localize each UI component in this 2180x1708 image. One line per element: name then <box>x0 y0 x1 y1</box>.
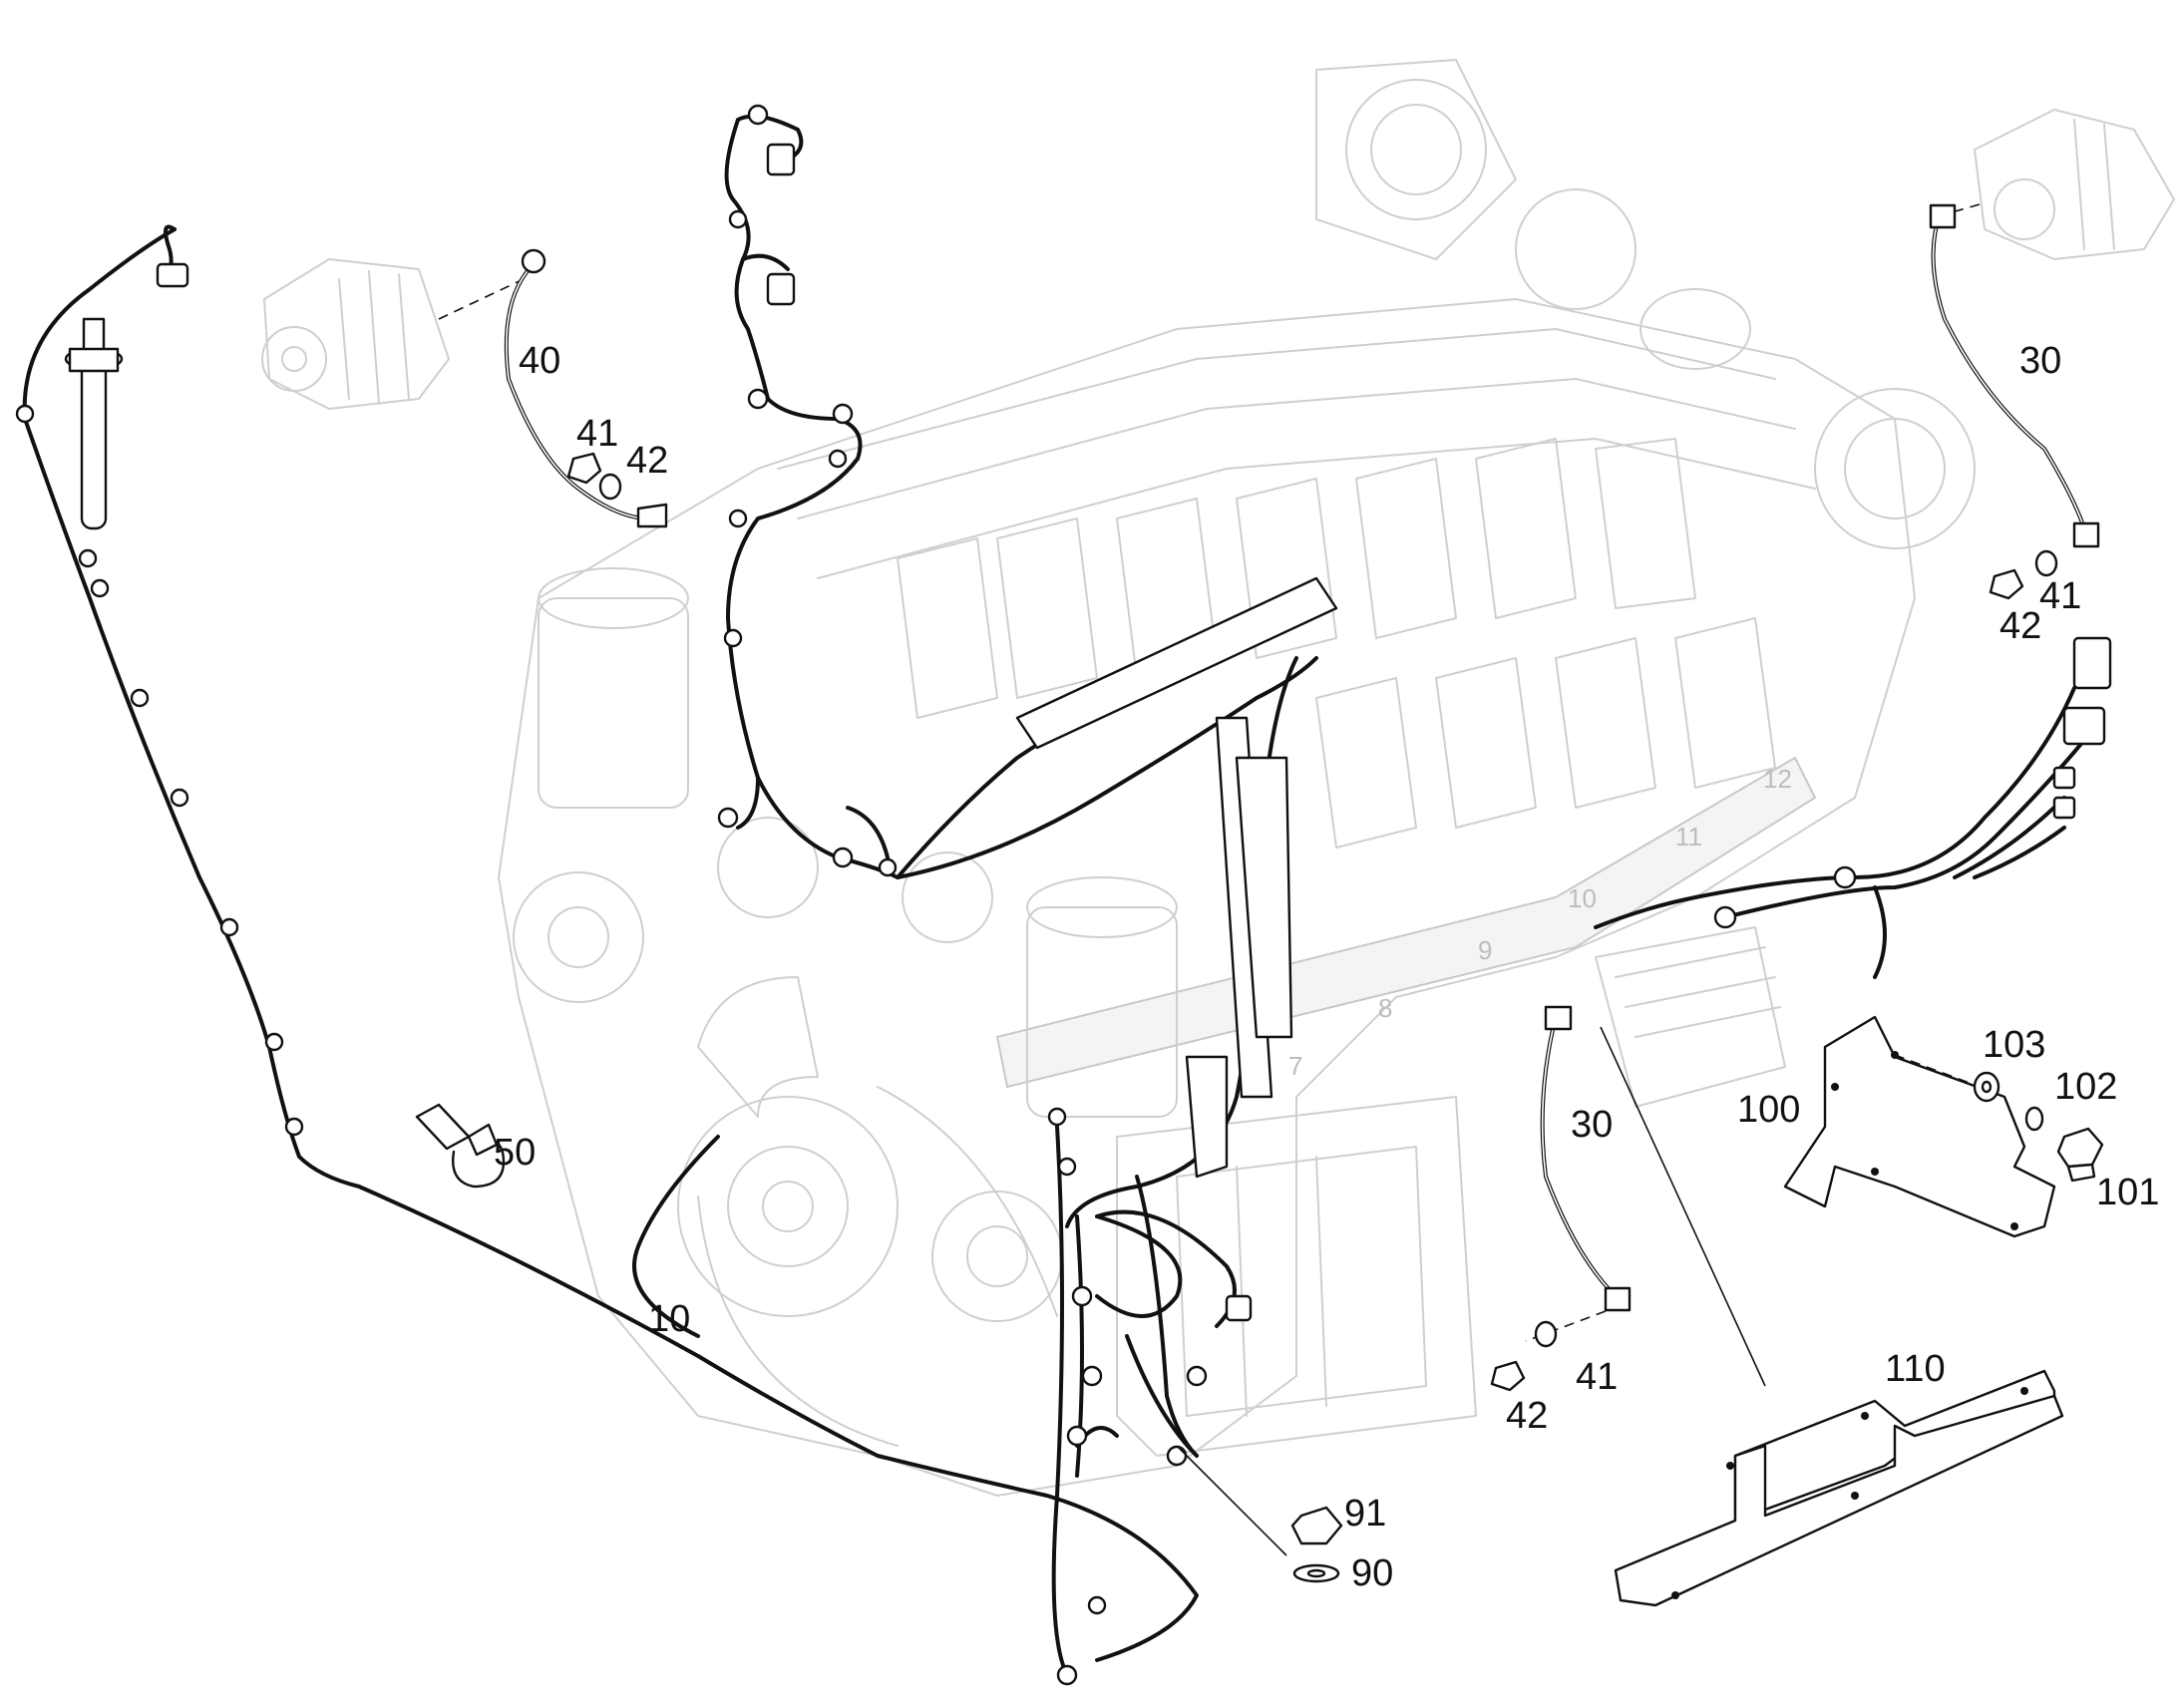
bracket-110 <box>1600 1026 2064 1607</box>
callout-91: 91 <box>1344 1493 1386 1535</box>
callout-100: 100 <box>1737 1089 1800 1131</box>
cylinder-number-11: 11 <box>1675 822 1702 852</box>
callout-101: 101 <box>2096 1172 2159 1213</box>
nut-41-and-washer-42-upper-right <box>1989 549 2058 600</box>
harness-clips <box>15 104 2112 1686</box>
callout-42-lower: 42 <box>1506 1395 1548 1437</box>
harness-carrier-brackets <box>1015 576 1338 1179</box>
callout-40: 40 <box>519 340 560 382</box>
callout-41-upper-right: 41 <box>2039 575 2081 617</box>
cable-30-upper <box>1929 203 2100 548</box>
alternator-ghost <box>261 258 450 410</box>
nut-41-and-washer-42-upper-left <box>566 452 622 501</box>
callout-42-upper-left: 42 <box>626 440 668 482</box>
cylinder-number-9: 9 <box>1478 935 1492 965</box>
callout-110: 110 <box>1885 1348 1946 1390</box>
connector-icon <box>2072 636 2112 690</box>
cylinder-number-8: 8 <box>1378 993 1392 1023</box>
hardware-101-102-103 <box>1973 1071 2104 1183</box>
callout-10: 10 <box>648 1298 690 1340</box>
callout-42-upper-right: 42 <box>1999 605 2041 647</box>
engine-block-ghost <box>498 59 1976 1497</box>
callouts: 10 30 30 40 41 42 41 42 41 42 50 90 91 1… <box>494 340 2159 1594</box>
cable-30-lower <box>1525 1005 1632 1342</box>
callout-103: 103 <box>1983 1024 2045 1066</box>
cable-tie-50 <box>415 1103 506 1189</box>
callout-30-lower: 30 <box>1571 1104 1613 1146</box>
callout-50: 50 <box>494 1132 536 1174</box>
cylinder-number-12: 12 <box>1763 764 1792 794</box>
cylinder-number-labels: 7 8 9 10 11 12 <box>1288 764 1792 1081</box>
bolt-icon <box>2056 1127 2104 1169</box>
connector-icon <box>156 262 189 288</box>
callout-30-upper: 30 <box>2019 340 2061 382</box>
starter-motor-ghost <box>1974 109 2175 260</box>
nut-41-and-washer-42-lower <box>1490 1320 1558 1392</box>
connector-icon <box>2062 706 2106 746</box>
washer-icon <box>598 473 622 501</box>
cylinder-number-10: 10 <box>1568 883 1597 913</box>
callout-90: 90 <box>1351 1552 1393 1594</box>
callout-41-upper-left: 41 <box>576 413 618 455</box>
callout-102: 102 <box>2054 1066 2117 1108</box>
sensor-probe <box>64 317 124 530</box>
cable-40 <box>438 248 668 528</box>
nut-icon <box>566 452 602 485</box>
nut-91-washer-90 <box>1176 1445 1343 1583</box>
cylinder-number-7: 7 <box>1288 1051 1302 1081</box>
lock-washer-icon <box>2024 1106 2044 1132</box>
callout-41-lower: 41 <box>1576 1356 1618 1398</box>
bracket-100 <box>1783 1015 2056 1238</box>
